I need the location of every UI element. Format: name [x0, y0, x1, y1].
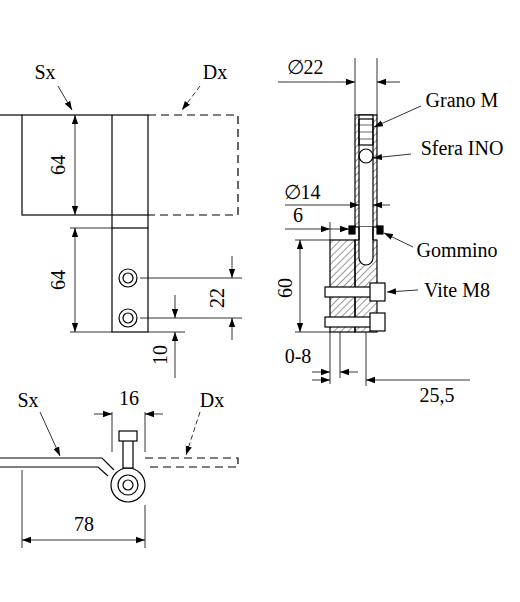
dimension-text: 10 — [150, 345, 170, 365]
drawing-label: Grano M — [426, 90, 499, 110]
drawing-label: 16 — [119, 388, 139, 408]
dimension-text: 64 — [48, 270, 68, 290]
drawing-label: Sx — [34, 62, 55, 82]
dimension-text: 60 — [275, 278, 295, 298]
drawing-label: 25,5 — [420, 385, 455, 405]
drawing-label: 78 — [74, 514, 94, 534]
drawing-label: ∅14 — [284, 182, 321, 202]
drawing-label: Dx — [203, 62, 227, 82]
drawing-label: Vite M8 — [424, 280, 490, 300]
drawing-label: 6 — [293, 205, 303, 225]
drawing-label: Sfera INO — [421, 138, 504, 158]
dimension-text: 64 — [48, 155, 68, 175]
drawing-label: Dx — [200, 390, 224, 410]
drawing-label: Gommino — [416, 240, 497, 260]
drawing-label: 0-8 — [285, 346, 312, 366]
top-view — [0, 86, 242, 378]
plan-view — [0, 412, 238, 548]
dimension-text: 22 — [207, 288, 227, 308]
drawing-label: ∅22 — [287, 57, 324, 77]
drawing-label: Sx — [17, 390, 38, 410]
